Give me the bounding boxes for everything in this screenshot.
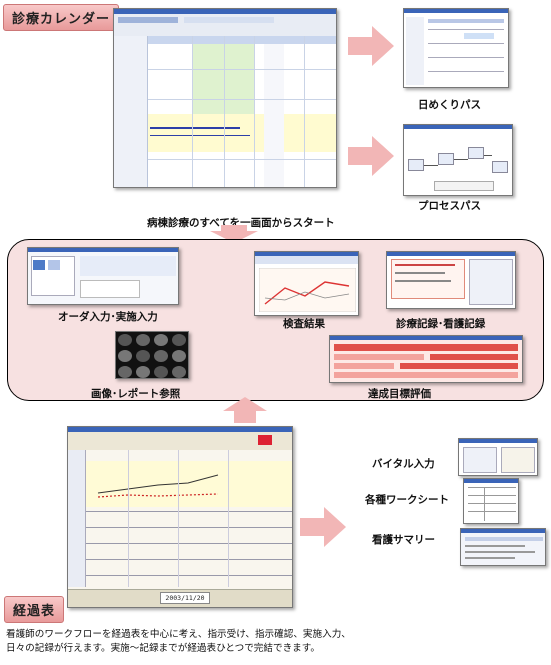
summary-screenshot [460, 528, 546, 566]
imaging-screenshot [115, 331, 189, 379]
calendar-screenshot [113, 8, 337, 188]
flow-date-field: 2003/11/20 [160, 592, 210, 604]
records-label: 診療記録･看護記録 [396, 318, 486, 330]
arrow-to-process-path [348, 136, 394, 176]
summary-label: 看護サマリー [372, 534, 435, 546]
vital-screenshot [458, 438, 538, 476]
process-path-label: プロセスパス [418, 200, 481, 212]
order-label: オーダ入力･実施入力 [58, 311, 158, 323]
arrow-to-daily-path [348, 26, 394, 66]
order-screenshot [27, 247, 179, 305]
flow-screenshot: 2003/11/20 [67, 426, 293, 608]
worksheet-screenshot [463, 478, 519, 524]
vital-label: バイタル入力 [372, 458, 435, 470]
footer-line-1: 看護師のワークフローを経過表を中心に考え、指示受け、指示確認、実施入力、 [6, 629, 351, 640]
arrow-to-nursing [300, 507, 346, 547]
worksheet-label: 各種ワークシート [365, 494, 449, 506]
goals-label: 達成目標評価 [368, 388, 431, 400]
daily-path-screenshot [403, 8, 509, 88]
flow-title: 経過表 [4, 596, 65, 623]
arrow-up [223, 397, 267, 423]
footer-text: 看護師のワークフローを経過表を中心に考え、指示受け、指示確認、実施入力、 日々の… [6, 628, 351, 656]
process-path-screenshot [403, 124, 513, 196]
daily-path-label: 日めくりパス [418, 99, 481, 111]
arrow-down [210, 225, 258, 243]
start-caption: 病棟診療のすべてを一画面からスタート [147, 217, 335, 229]
records-screenshot [386, 251, 516, 309]
imaging-label: 画像･レポート参照 [91, 388, 181, 400]
lab-label: 検査結果 [283, 318, 325, 330]
calendar-title: 診療カレンダー [3, 4, 120, 31]
goals-screenshot [329, 335, 523, 383]
lab-screenshot [254, 251, 359, 316]
footer-line-2: 日々の記録が行えます。実施～記録までが経過表ひとつで完結できます。 [6, 643, 321, 654]
